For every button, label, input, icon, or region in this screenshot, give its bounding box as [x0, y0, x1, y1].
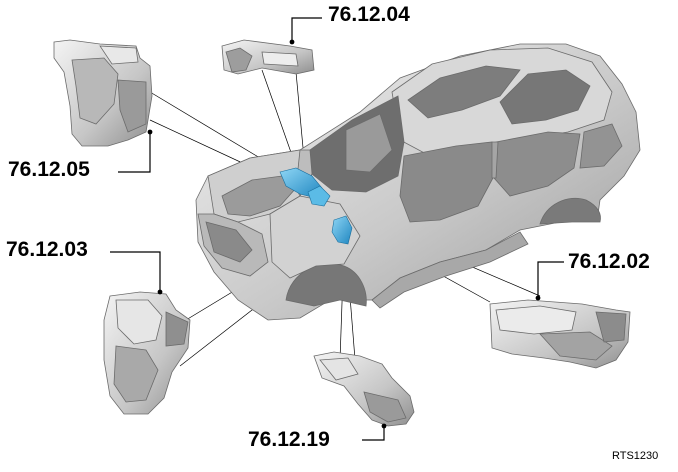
reference-code: RTS1230 [612, 450, 659, 462]
part-76-12-04 [221, 39, 315, 75]
vehicle-body-shell [195, 43, 641, 321]
part-76-12-19 [313, 351, 415, 429]
callout-76-12-02: 76.12.02 [568, 250, 650, 273]
callout-76-12-19: 76.12.19 [248, 428, 330, 451]
callout-76-12-03: 76.12.03 [6, 238, 88, 261]
highlighted-locations [279, 167, 353, 245]
callout-76-12-05: 76.12.05 [8, 158, 90, 181]
part-76-12-02 [489, 295, 631, 369]
callout-76-12-04: 76.12.04 [328, 3, 410, 26]
callout-connectors [110, 17, 564, 441]
part-76-12-05 [53, 39, 153, 147]
part-76-12-03 [103, 289, 191, 415]
